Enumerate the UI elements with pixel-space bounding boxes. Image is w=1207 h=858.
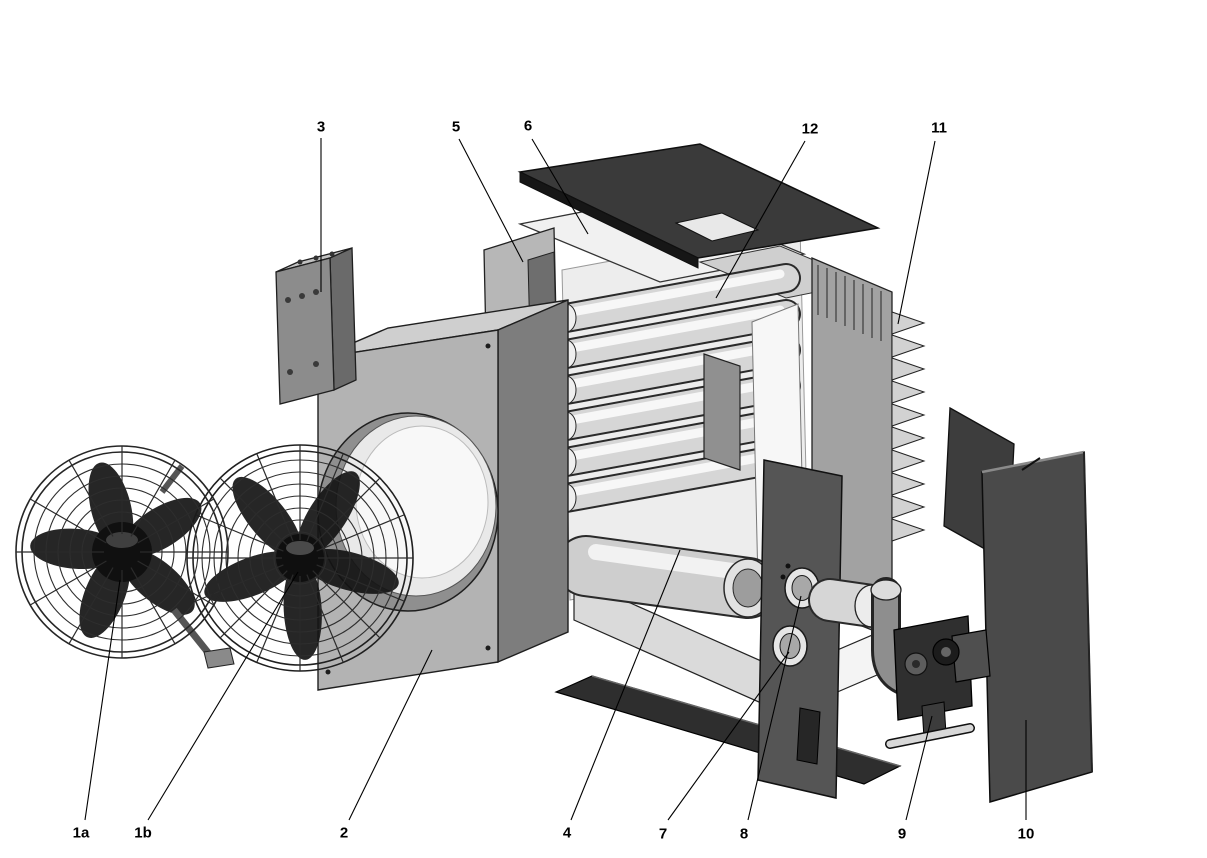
leader-line-4: [570, 549, 681, 821]
tube-bundle: [551, 263, 801, 513]
leader-lines: [84, 138, 1027, 821]
gas-valve-assembly: [885, 615, 991, 749]
callout-label-8: 8: [739, 825, 749, 843]
tube-support-channel: [703, 353, 741, 471]
leader-line-1a: [84, 579, 121, 821]
callout-label-9: 9: [897, 825, 907, 843]
leader-line-5: [458, 138, 524, 263]
mounting-foot: [203, 647, 235, 669]
top-cover-panel: [517, 143, 881, 269]
leader-line-9: [905, 715, 933, 821]
callout-label-4: 4: [562, 824, 572, 842]
callout-label-7: 7: [658, 825, 668, 843]
leader-line-6: [531, 138, 589, 235]
fin-teeth: [891, 311, 926, 542]
leader-line-12: [715, 140, 806, 299]
leader-line-7: [667, 651, 790, 821]
right-side-panel: [943, 406, 1093, 803]
callout-label-11: 11: [931, 119, 947, 137]
flue-collector-panel: [757, 459, 843, 799]
guard-spokes: [187, 445, 413, 671]
leader-line-1b: [147, 571, 299, 821]
callout-label-2: 2: [339, 824, 349, 842]
control-box: [275, 247, 357, 405]
callout-label-12: 12: [801, 120, 819, 138]
callout-label-10: 10: [1017, 825, 1035, 843]
leader-line-2: [348, 649, 433, 821]
callout-label-1a: 1a: [72, 824, 90, 842]
callout-label-5: 5: [451, 118, 461, 136]
fan-impeller-assembly: [186, 444, 414, 672]
fan-guard-assembly: [15, 445, 235, 669]
leader-line-8: [747, 595, 802, 821]
motor-hub: [92, 522, 152, 582]
fin-stripes: [817, 265, 882, 341]
callout-label-3: 3: [316, 118, 326, 136]
leader-line-11: [897, 140, 936, 325]
callout-label-1b: 1b: [134, 824, 152, 842]
callout-label-6: 6: [523, 117, 533, 135]
burner-tube: [555, 535, 779, 619]
guard-spokes: [16, 446, 228, 658]
